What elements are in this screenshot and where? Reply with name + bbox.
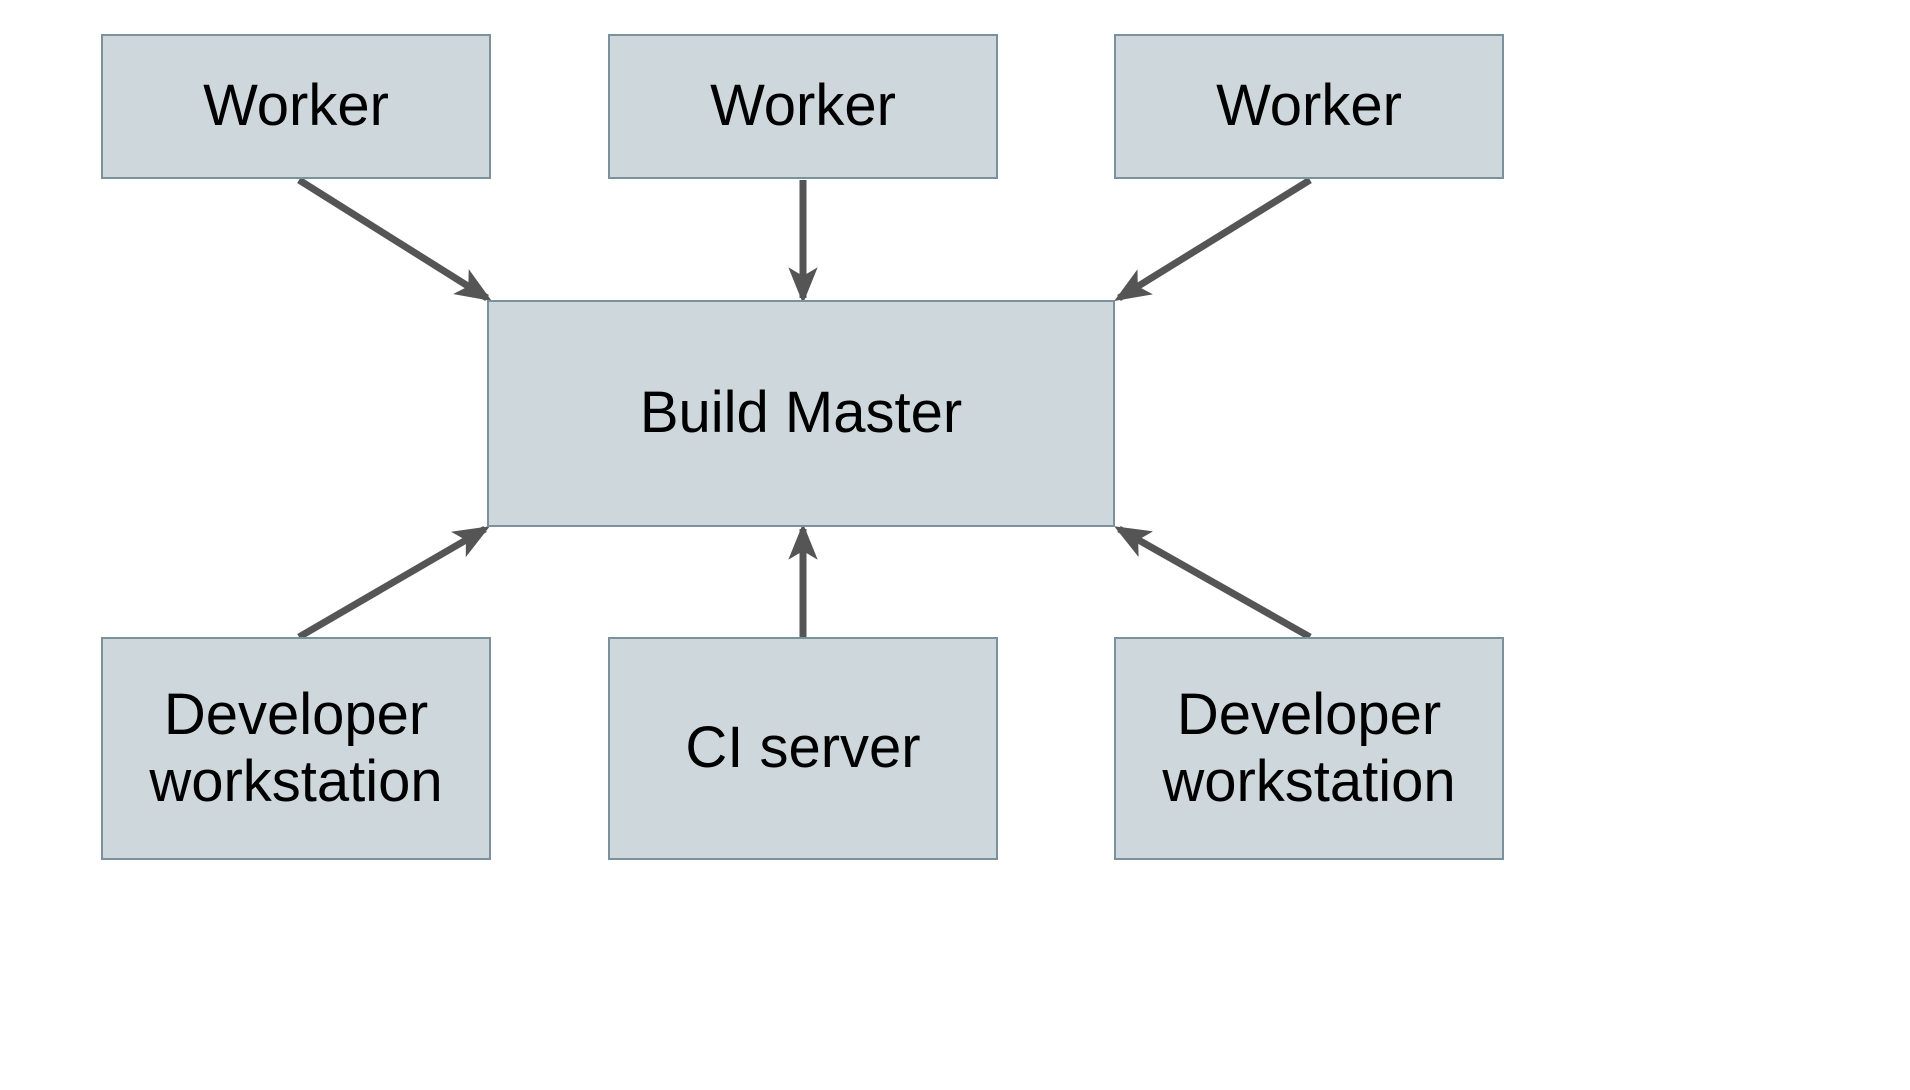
node-label-worker-1: Worker bbox=[203, 73, 389, 139]
node-label-worker-3: Worker bbox=[1216, 73, 1402, 139]
edge-worker3-to-master bbox=[1114, 177, 1312, 301]
node-label-build-master: Build Master bbox=[639, 380, 963, 446]
node-label-ci-server: CI server bbox=[685, 715, 921, 781]
edge-dev2-to-master bbox=[1114, 525, 1312, 641]
node-build-master[interactable]: Build Master bbox=[487, 300, 1115, 527]
node-developer-workstation-1[interactable]: Developer workstation bbox=[101, 637, 491, 860]
node-label-developer-workstation-2: Developer workstation bbox=[1162, 681, 1456, 814]
node-label-developer-workstation-1: Developer workstation bbox=[149, 681, 443, 814]
node-worker-3[interactable]: Worker bbox=[1114, 34, 1504, 179]
node-ci-server[interactable]: CI server bbox=[608, 637, 998, 860]
edge-worker1-to-master bbox=[297, 177, 492, 301]
node-developer-workstation-2[interactable]: Developer workstation bbox=[1114, 637, 1504, 860]
node-label-worker-2: Worker bbox=[710, 73, 896, 139]
node-worker-2[interactable]: Worker bbox=[608, 34, 998, 179]
edge-dev1-to-master bbox=[297, 525, 490, 641]
node-worker-1[interactable]: Worker bbox=[101, 34, 491, 179]
